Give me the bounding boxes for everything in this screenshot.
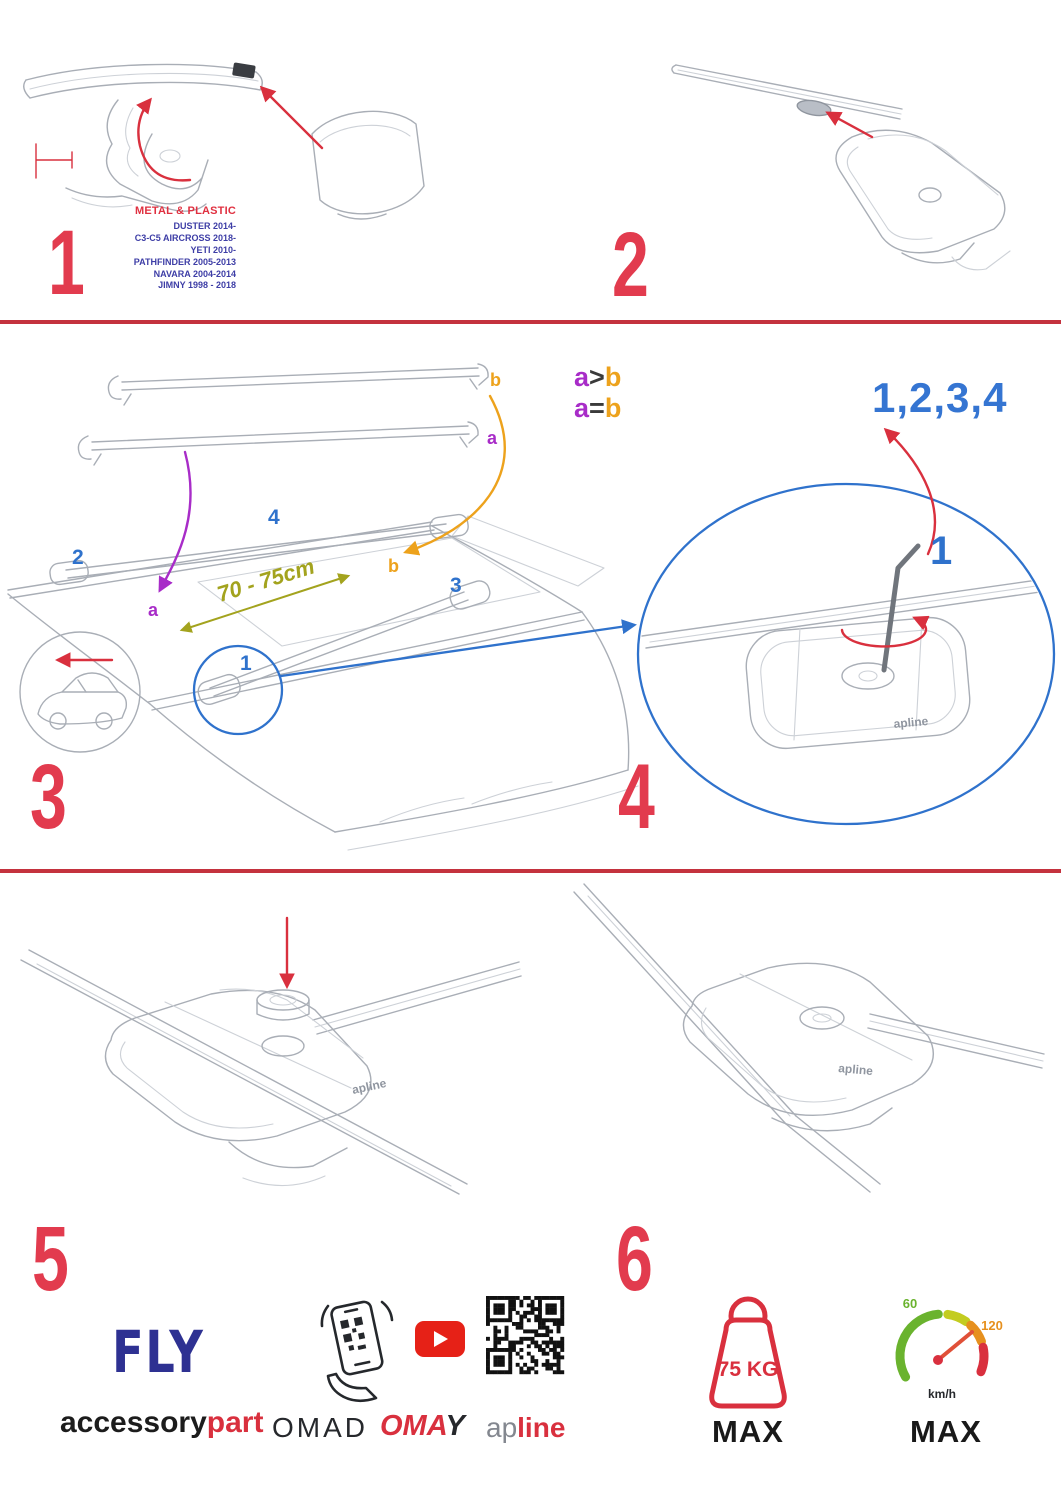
pos-b-label: b — [388, 556, 399, 576]
step-5-drawing: apline — [20, 916, 522, 1195]
qr-code — [486, 1296, 565, 1375]
speedometer-icon: 60 120 km/h — [895, 1296, 1003, 1401]
omay-logo: OMAY — [380, 1410, 465, 1443]
position-2: 2 — [72, 546, 84, 569]
apline-logo: apline — [486, 1412, 565, 1444]
brand-on-foot: apline — [893, 714, 929, 731]
rotate-arrow — [840, 615, 930, 648]
step-1-number: 1 — [48, 212, 85, 314]
position-4: 4 — [268, 506, 280, 529]
needle — [936, 1330, 974, 1362]
model-line: JIMNY 1998 - 2018 — [158, 280, 236, 291]
material-label: METAL & PLASTIC — [135, 205, 236, 217]
position-3: 3 — [450, 574, 462, 597]
accessorypart-black: accessory — [60, 1406, 207, 1439]
model-line: DUSTER 2014- — [173, 221, 236, 231]
section-divider — [0, 320, 1061, 324]
allen-key-icon — [881, 543, 921, 673]
bar-a-label: a — [487, 428, 498, 448]
legend-op: > — [589, 362, 605, 392]
youtube-icon — [415, 1321, 465, 1357]
clamp-trace-arrow — [136, 97, 192, 182]
position-1: 1 — [240, 652, 252, 675]
legend-b: b — [604, 362, 622, 392]
ab-legend: a>b a=b — [574, 362, 621, 424]
compatibility-block: METAL & PLASTIC DUSTER 2014- C3-C5 AIRCR… — [98, 205, 236, 292]
part-leader-line — [35, 143, 73, 179]
legend-row-greater: a>b — [574, 362, 621, 393]
brand-patch — [232, 62, 256, 79]
step-4-number: 4 — [618, 746, 655, 848]
cover-arrow — [259, 85, 324, 150]
model-line: NAVARA 2004-2014 — [153, 268, 236, 279]
phone-scan-icon — [320, 1300, 394, 1403]
section-divider — [0, 869, 1061, 873]
brand-on-foot: apline — [351, 1076, 388, 1097]
model-line: C3-C5 AIRCROSS 2018- — [134, 232, 236, 243]
sequence-arrow — [883, 427, 937, 556]
legend-b: b — [604, 393, 622, 424]
bar-end-sketch — [671, 64, 1011, 271]
curve-b — [403, 394, 506, 556]
bar-slot — [796, 99, 832, 117]
curve-a — [158, 450, 192, 593]
foot-mounted-sketch — [573, 883, 1045, 1193]
legend-a: a — [574, 362, 590, 392]
fly-logo: FLY — [112, 1318, 205, 1386]
dimension-arrow — [179, 573, 351, 633]
roof-install-sketch — [7, 363, 1052, 851]
step-2-number: 2 — [612, 214, 649, 316]
omay-red: OMA — [380, 1410, 446, 1442]
dimension-label: 70 - 75cm — [214, 554, 317, 607]
pos-a-label: a — [148, 600, 159, 620]
step-2-drawing — [671, 64, 1011, 271]
weight-icon: 75 KG — [709, 1296, 787, 1409]
step-6-drawing: apline — [573, 883, 1045, 1193]
speed-unit-label: km/h — [928, 1387, 956, 1401]
accessorypart-red: part — [206, 1406, 264, 1439]
zoom-circle — [636, 482, 1056, 826]
foot-highlight-circle — [192, 644, 284, 736]
model-line: PATHFINDER 2005-2013 — [133, 256, 236, 267]
weight-limit-label: 75 KG — [718, 1358, 779, 1381]
brand-on-foot: apline — [838, 1061, 874, 1078]
insert-arrow — [825, 111, 874, 139]
bar-b-label: b — [490, 370, 501, 390]
legend-row-equal: a=b — [574, 393, 621, 424]
speed-low-label: 60 — [903, 1296, 917, 1311]
legend-a: a — [574, 393, 590, 424]
apline-gray: ap — [486, 1412, 518, 1443]
tighten-sequence: 1,2,3,4 — [872, 374, 1008, 421]
step-5-number: 5 — [32, 1208, 69, 1310]
step-3-number: 3 — [30, 746, 67, 848]
speed-max-label: MAX — [910, 1414, 982, 1449]
step-3-4-drawing: b a a b 2 4 3 1 70 - 75cm 1 apline — [7, 363, 1056, 851]
key-step-label: 1 — [930, 529, 952, 573]
omay-dark: Y — [445, 1410, 465, 1442]
weight-max-label: MAX — [712, 1414, 784, 1449]
accessorypart-logo: accessorypart — [60, 1406, 263, 1440]
model-line: YETI 2010- — [190, 244, 236, 255]
zoom-connector-arrow — [279, 619, 637, 678]
omad-logo: OMAD — [272, 1412, 368, 1443]
apline-red: line — [517, 1412, 566, 1443]
step-6-number: 6 — [616, 1208, 653, 1310]
speed-high-label: 120 — [981, 1318, 1003, 1333]
legend-op: = — [589, 393, 605, 424]
crossbar-clamp-sketch — [23, 62, 425, 220]
step-1-drawing — [23, 62, 425, 220]
foot-knob-sketch — [20, 949, 522, 1195]
